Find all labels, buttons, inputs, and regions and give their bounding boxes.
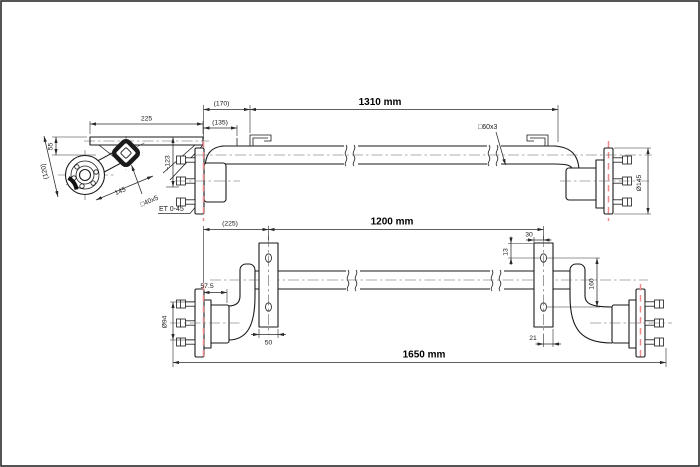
torsion-arm-left — [239, 263, 256, 302]
torsion-arm-right — [569, 263, 586, 302]
dim-width-50-label: 50 — [265, 340, 273, 347]
side-view: □60x3 (135) (170) 1310 mm Ø145 — [175, 97, 652, 221]
cable-guide-left — [249, 134, 272, 146]
dim-height-55-label: 55 — [48, 143, 55, 151]
mounting-bracket-left — [258, 236, 279, 334]
dim-offset-170-label: (170) — [214, 101, 230, 108]
dim-offset-575-label: 57.5 — [200, 283, 213, 290]
dim-offset-13-label: 13 — [503, 248, 510, 256]
hub-face — [64, 154, 106, 196]
dim-arm-length-label: 145 — [114, 186, 127, 197]
plan-view: (225) 1200 mm 30 13 160 57.5 Ø94 50 21 — [162, 217, 672, 367]
dim-offset-225-label: (225) — [222, 221, 238, 228]
dim-bracket-width-label: 225 — [141, 116, 153, 123]
axle-beam-side — [221, 145, 557, 165]
dim-hub-dia-label: Ø94 — [162, 315, 169, 328]
dim-height-123-label: ~123 — [165, 155, 172, 171]
dim-offset-135-label: (135) — [212, 120, 228, 127]
dim-tube-section-side-label: □60x3 — [478, 124, 498, 131]
dim-offset-21-label: 21 — [529, 335, 537, 342]
dim-spacing-160-label: 160 — [589, 278, 596, 290]
dim-flange-dia-label: (120) — [40, 163, 50, 180]
dim-spacing-1200-label: 1200 mm — [371, 217, 414, 228]
detail-view: 225 55 (120) 145 □40x5 ET 0-45 ~123 — [40, 116, 209, 214]
dim-length-1310-label: 1310 mm — [359, 97, 402, 108]
dim-flange-dia-side-label: Ø145 — [636, 174, 643, 191]
cable-guide-right — [526, 134, 549, 146]
dim-length-1650-label: 1650 mm — [403, 350, 446, 361]
mounting-bracket-right — [533, 236, 554, 334]
dim-offset-range-label: ET 0-45 — [159, 206, 184, 213]
dim-offset-30-label: 30 — [525, 232, 533, 239]
dim-tube-section-label: □40x5 — [139, 195, 159, 209]
